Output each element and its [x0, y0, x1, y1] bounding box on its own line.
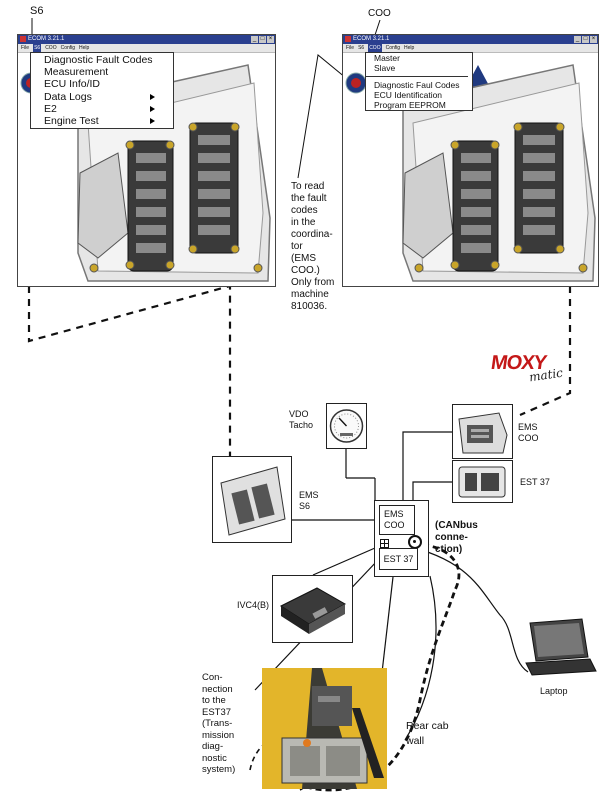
note-line: in the: [291, 217, 316, 228]
note-line: (EMS: [291, 253, 316, 264]
connection-note-line: nostic: [202, 752, 227, 764]
ivc4-label: IVC4(B): [237, 600, 270, 610]
note-line: tor: [291, 241, 303, 252]
menu-item-diagnostic-fault-codes[interactable]: Diagnostic Faul Codes: [374, 80, 460, 90]
menu-s6[interactable]: S6: [33, 44, 42, 52]
menu-item-program-eeprom[interactable]: Program EEPROM: [374, 100, 446, 110]
canbus-connector-icon[interactable]: [408, 535, 422, 549]
note-line: COO.): [291, 265, 320, 276]
coo-callout: COO: [368, 8, 391, 19]
app-icon: [20, 36, 26, 42]
note-line: To read: [291, 181, 325, 192]
menu-item-measurement[interactable]: Measurement: [44, 66, 109, 79]
menu-file[interactable]: File: [21, 45, 30, 51]
dashed-link-s6: [27, 284, 232, 500]
maximize-icon[interactable]: □: [582, 36, 589, 43]
note-line: 810036.: [291, 301, 328, 312]
menu-item-slave[interactable]: Slave: [374, 63, 396, 73]
connection-note-line: Con-: [202, 672, 223, 683]
menu-item-e2[interactable]: E2: [44, 103, 173, 115]
app-icon: [345, 36, 351, 42]
connection-note-line: diag-: [202, 741, 224, 752]
note-line: Only from: [291, 277, 335, 288]
submenu-arrow-icon: [150, 105, 155, 112]
window-titlebar: ECOM 3.21.1 _□×: [343, 35, 598, 44]
connection-note-line: nection: [202, 683, 233, 695]
close-icon[interactable]: ×: [590, 36, 597, 43]
note-line: machine: [291, 289, 329, 300]
est37-image: [452, 460, 513, 503]
connection-note-line: (Trans-: [202, 718, 233, 729]
menu-item-engine-test[interactable]: Engine Test: [44, 115, 173, 127]
submenu-arrow-icon: [150, 93, 155, 100]
ems-coo-image: [452, 404, 513, 459]
est37-label: EST 37: [520, 477, 550, 487]
menu-separator: [366, 76, 468, 77]
close-icon[interactable]: ×: [267, 36, 274, 43]
menu-file[interactable]: File: [346, 45, 355, 51]
rear-cab-photo: [262, 668, 387, 789]
window-title: ECOM 3.21.1: [353, 36, 390, 42]
laptop-label: Laptop: [540, 686, 568, 696]
moxy-logo: MOXY matic: [490, 352, 571, 392]
laptop-icon: [525, 618, 597, 676]
panel-est37-slot: EST 37: [379, 548, 418, 570]
connection-note-line: mission: [202, 729, 235, 741]
menu-s6[interactable]: S6: [358, 45, 365, 51]
menu-item-diagnostic-fault-codes[interactable]: Diagnostic Fault Codes: [44, 54, 153, 66]
tachograph-image: [326, 403, 367, 449]
menu-config[interactable]: Config: [385, 45, 401, 51]
window-title: ECOM 3.21.1: [28, 36, 65, 42]
maximize-icon[interactable]: □: [259, 36, 266, 43]
note-line: codes: [291, 205, 318, 216]
ems-s6-image: [212, 456, 292, 543]
coo-dropdown-menu: Master Slave Diagnostic Faul Codes ECU I…: [365, 52, 473, 111]
dashed-link-coo: [519, 286, 572, 417]
connection-note-line: to the: [202, 695, 226, 706]
window-titlebar: ECOM 3.21.1 _□×: [18, 35, 275, 44]
ecu-illustration: [345, 64, 596, 282]
menu-coo[interactable]: COO: [368, 44, 382, 52]
menu-item-master[interactable]: Master: [374, 53, 400, 63]
menu-coo[interactable]: COO: [45, 45, 57, 51]
menu-help[interactable]: Help: [404, 45, 415, 51]
note-line: the fault: [291, 193, 327, 204]
laptop-cable: [402, 544, 529, 673]
menu-item-ecu-identification[interactable]: ECU Identification: [374, 90, 443, 100]
ems-s6-module-icon: [220, 466, 286, 536]
ivc4-module-icon: [279, 587, 347, 634]
connection-note-line: EST37: [202, 706, 232, 718]
menu-config[interactable]: Config: [60, 45, 76, 51]
menu-item-data-logs[interactable]: Data Logs: [44, 91, 173, 103]
connection-note-line: system): [202, 764, 236, 775]
est37-module-icon: [458, 466, 506, 498]
note-line: coordina-: [291, 229, 333, 240]
submenu-arrow-icon: [150, 118, 155, 125]
minimize-icon[interactable]: _: [574, 36, 581, 43]
minimize-icon[interactable]: _: [251, 36, 258, 43]
ivc4-image: [272, 575, 353, 643]
s6-callout: S6: [30, 5, 44, 17]
ecu-module-icon: [458, 412, 508, 454]
menu-help[interactable]: Help: [79, 45, 90, 51]
menu-item-ecu-info-id[interactable]: ECU Info/ID: [44, 78, 101, 91]
grid-connector-icon: [380, 539, 389, 548]
gauge-icon: [329, 409, 364, 443]
